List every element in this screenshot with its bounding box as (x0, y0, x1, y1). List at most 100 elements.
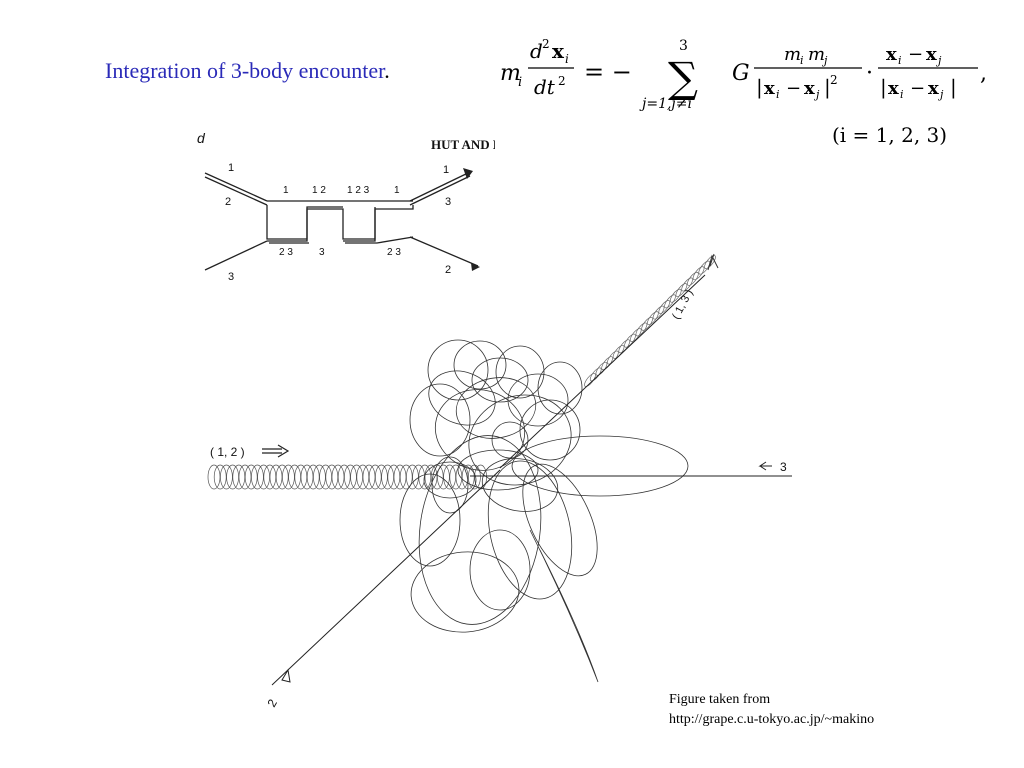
schematic-label-left-2: 2 (225, 196, 231, 208)
schematic-corner-fragment: d (197, 130, 206, 146)
incoming-binary-arrow (262, 444, 290, 458)
schematic-in-3 (204, 240, 268, 271)
equation-unit-vector: x i − x j | x i − x j | (878, 44, 978, 101)
schematic-bottom-label-1: 2 3 (279, 247, 293, 258)
spiral-loop (288, 464, 301, 490)
spiral-loop (226, 464, 239, 490)
escape-loop (681, 277, 693, 292)
schematic-label-right-3: 3 (445, 196, 451, 208)
orbit-loop (487, 460, 573, 600)
spiral-loop (313, 464, 326, 490)
incoming-single-arrow (758, 461, 772, 471)
eq-index-condition: (i = 1, 2, 3) (832, 123, 947, 147)
outgoing-single-track (271, 469, 501, 686)
orbit-loop (469, 529, 531, 611)
schematic-label-right-1: 1 (443, 164, 449, 176)
spiral-loop (294, 464, 308, 490)
schematic-bottom-label-2: 3 (319, 247, 325, 258)
eq-minus-3: − (910, 78, 925, 99)
spiral-loop (381, 464, 394, 490)
equation: m i d 2 x i dt 2 = − 3 ∑ j=1,j≠i G m i m… (500, 37, 987, 147)
eq-mj: m (808, 44, 825, 65)
eq-x-sub: i (565, 52, 569, 66)
schematic-top-label-2: 1 2 (312, 185, 326, 196)
eq-minus-1: − (786, 78, 801, 99)
spiral-loop (269, 464, 283, 490)
schematic-top-label-3: 1 2 3 (347, 185, 370, 196)
spiral-loop (350, 464, 363, 490)
interaction-loops (399, 339, 689, 683)
spiral-loop (375, 464, 388, 490)
schematic-top-label-4: 1 (394, 185, 400, 196)
eq-sum-upper: 3 (679, 38, 688, 54)
spiral-loop (356, 464, 370, 490)
orbit-loop (409, 383, 471, 457)
eq-m: m (500, 61, 521, 86)
eq-minus-2: − (908, 44, 923, 65)
eq-abs-open-1: | (756, 75, 763, 100)
schematic-in-1 (204, 172, 268, 202)
eq-xj-3: x (928, 78, 939, 99)
escape-loop (704, 255, 716, 269)
orbit-loop (399, 473, 461, 567)
schematic-bottom-track (267, 206, 376, 242)
figure-credit: Figure taken from http://grape.c.u-tokyo… (669, 690, 874, 730)
spiral-loop (244, 464, 258, 490)
eq-xj-2: x (926, 44, 937, 65)
orbit-loop (468, 394, 572, 486)
slide-title: Integration of 3-body encounter. (105, 58, 390, 84)
eq-xi-3-sub: i (900, 88, 904, 101)
orbit-loop (428, 370, 496, 426)
trajectory-lines (271, 274, 792, 686)
spiral-loop (387, 464, 401, 490)
spiral-loop (282, 464, 295, 490)
escape-loop (641, 316, 653, 331)
escape-loop (624, 333, 636, 348)
slide-title-text: Integration of 3-body encounter (105, 58, 385, 83)
eq-x: x (552, 39, 565, 63)
escape-loop (652, 305, 665, 320)
outgoing-single-arrow (281, 668, 291, 683)
orbit-loop (423, 461, 477, 499)
eq-G: G (732, 61, 750, 86)
spiral-loop (232, 464, 246, 490)
outgoing-binary-track (499, 274, 706, 469)
escape-loop (692, 266, 705, 281)
schematic-out-1 (409, 171, 471, 202)
escape-loop (647, 311, 659, 326)
escape-loop (664, 294, 676, 309)
schematic-lines (204, 171, 479, 271)
schematic-out-3 (409, 175, 471, 206)
eq-abs-close-1: | (824, 75, 831, 100)
spiral-loop (319, 464, 332, 490)
spiral-loop (263, 464, 277, 490)
eq-sum-symbol: ∑ (668, 53, 698, 102)
spiral-loop (220, 464, 233, 490)
orbit-loop (511, 435, 689, 497)
orbit-loop (537, 361, 583, 415)
eq-abs-close-2: | (950, 75, 957, 100)
eq-i-sub: i (518, 75, 522, 90)
orbit-loop (427, 339, 489, 401)
spiral-loop (207, 464, 221, 490)
eq-mi: m (784, 44, 801, 65)
schematic-bottom-track-2 (269, 236, 414, 244)
spiral-loop (331, 464, 345, 490)
spiral-loop (424, 464, 438, 490)
eq-xi-1-sub: i (776, 88, 780, 101)
eq-xi-1: x (764, 78, 775, 99)
eq-xj-2-sub: j (935, 54, 942, 67)
outgoing-single-label: 2 (264, 696, 280, 709)
outgoing-binary-arrow (707, 253, 719, 271)
orbit-loop (481, 458, 559, 512)
orbit-plume (529, 529, 599, 683)
escape-loop (658, 300, 671, 314)
spiral-loop (455, 464, 469, 490)
schematic-top-label-1: 1 (283, 185, 289, 196)
orbit-loop (507, 373, 569, 427)
eq-d: d (530, 39, 543, 63)
orbit-loop (418, 435, 542, 625)
eq-xi-3: x (888, 78, 899, 99)
spiral-loop (325, 464, 339, 490)
eq-xj-3-sub: j (937, 88, 944, 101)
